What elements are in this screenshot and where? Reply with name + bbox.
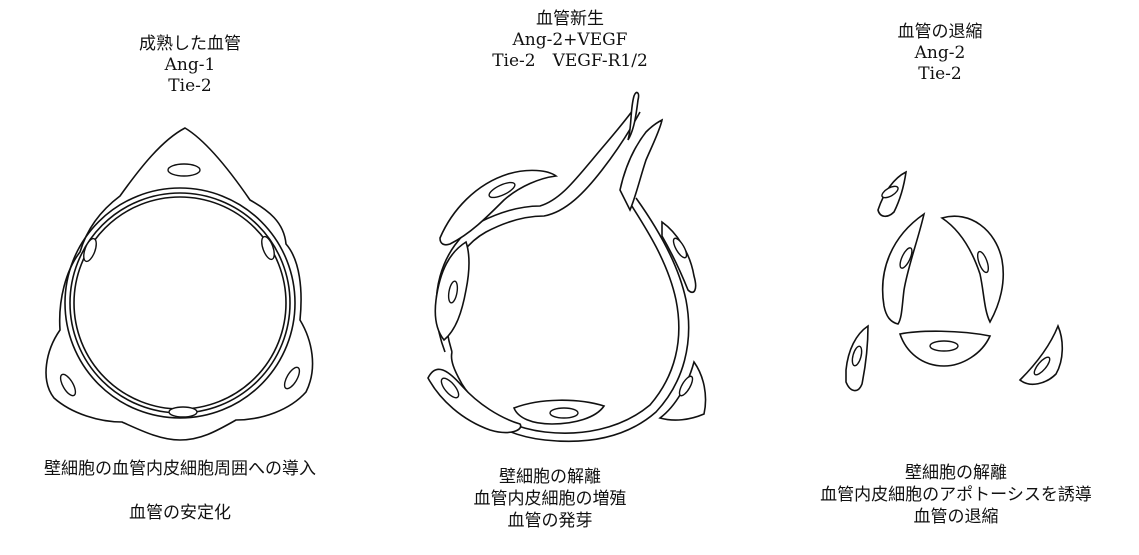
panel-mature-caption-line-3: 血管の安定化	[0, 502, 360, 524]
panel-mature-caption: 壁細胞の血管内皮細胞周囲への導入 血管の安定化	[0, 458, 360, 524]
panel-angiogenesis-caption-line-3: 血管の発芽	[400, 510, 700, 532]
regression-mural-cell-bottom-right	[1020, 326, 1062, 384]
panel-angiogenesis-caption-line-1: 壁細胞の解離	[400, 466, 700, 488]
mature-vessel-drawing	[46, 128, 313, 440]
angio-nucleus-bottom	[550, 408, 578, 418]
panel-mature-caption-line-1: 壁細胞の血管内皮細胞周囲への導入	[0, 458, 360, 480]
panel-mature-caption-line-2	[0, 480, 360, 502]
panel-angiogenesis-caption: 壁細胞の解離 血管内皮細胞の増殖 血管の発芽	[400, 466, 700, 532]
mature-nucleus-top	[168, 164, 200, 176]
panel-regression-caption-line-1: 壁細胞の解離	[776, 462, 1136, 484]
angio-endothelium-inner	[445, 112, 640, 352]
regression-vessel-drawing	[846, 172, 1062, 391]
mature-nucleus-bottom	[169, 407, 197, 417]
regression-endothelial-fragment-left	[883, 214, 924, 324]
panel-angiogenesis-caption-line-2: 血管内皮細胞の増殖	[400, 488, 700, 510]
angio-mural-cell-right	[662, 222, 696, 292]
angio-sprout-cell	[620, 120, 662, 210]
panel-regression-caption: 壁細胞の解離 血管内皮細胞のアポトーシスを誘導 血管の退縮	[776, 462, 1136, 528]
panel-regression-caption-line-3: 血管の退縮	[776, 506, 1136, 528]
angiogenesis-vessel-drawing	[428, 93, 706, 442]
angio-endothelium-right	[451, 200, 678, 433]
angio-mural-cell-left-top	[440, 170, 556, 244]
regression-endothelial-fragment-right	[942, 216, 1003, 322]
regression-nucleus-bottom	[930, 341, 958, 351]
panel-regression-caption-line-2: 血管内皮細胞のアポトーシスを誘導	[776, 484, 1136, 506]
